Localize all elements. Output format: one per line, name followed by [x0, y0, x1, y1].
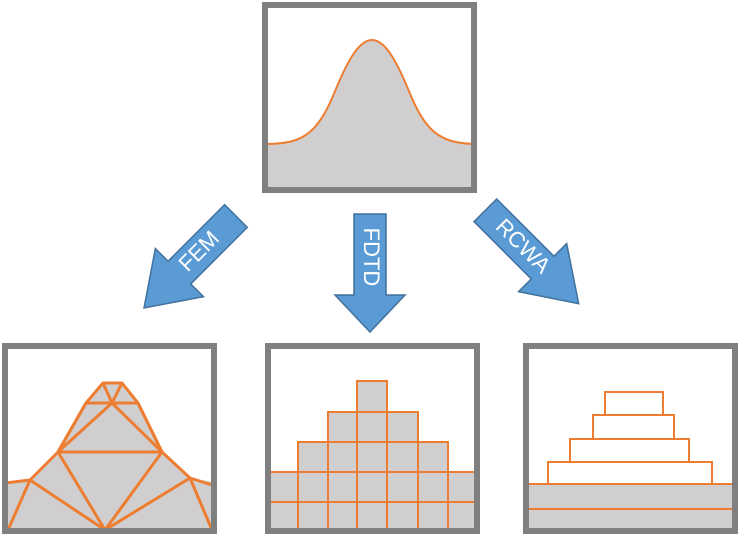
rcwa-layer	[569, 438, 690, 463]
profile-fill	[265, 40, 474, 190]
fdtd-grid-panel	[265, 343, 480, 534]
original-profile-frame	[262, 2, 477, 193]
fdtd-arrow-label: FDTD	[359, 228, 384, 287]
fem-arrow-shape	[143, 203, 249, 309]
profile-curve	[265, 38, 474, 145]
fem-fill	[5, 383, 214, 531]
rcwa-arrow-shape	[472, 197, 580, 305]
fem-mesh-panel	[2, 343, 217, 534]
fdtd-grid-frame	[265, 343, 480, 534]
fdtd-grid-lines	[268, 380, 477, 531]
rcwa-layer	[604, 391, 664, 416]
rcwa-layer	[592, 414, 675, 440]
rcwa-layers-frame	[523, 343, 738, 534]
fem-mesh-lines	[5, 381, 214, 531]
fdtd-arrow-shape	[333, 213, 407, 334]
rcwa-layers-panel	[523, 343, 738, 534]
fdtd-arrow: FDTD	[333, 213, 407, 334]
fem-arrow: FEM	[143, 203, 249, 309]
rcwa-substrate	[526, 484, 735, 531]
rcwa-layer	[547, 461, 713, 485]
rcwa-arrow: RCWA	[472, 197, 580, 305]
fdtd-fill	[268, 381, 477, 531]
fem-mesh-frame	[2, 343, 217, 534]
original-profile-panel	[262, 2, 477, 193]
